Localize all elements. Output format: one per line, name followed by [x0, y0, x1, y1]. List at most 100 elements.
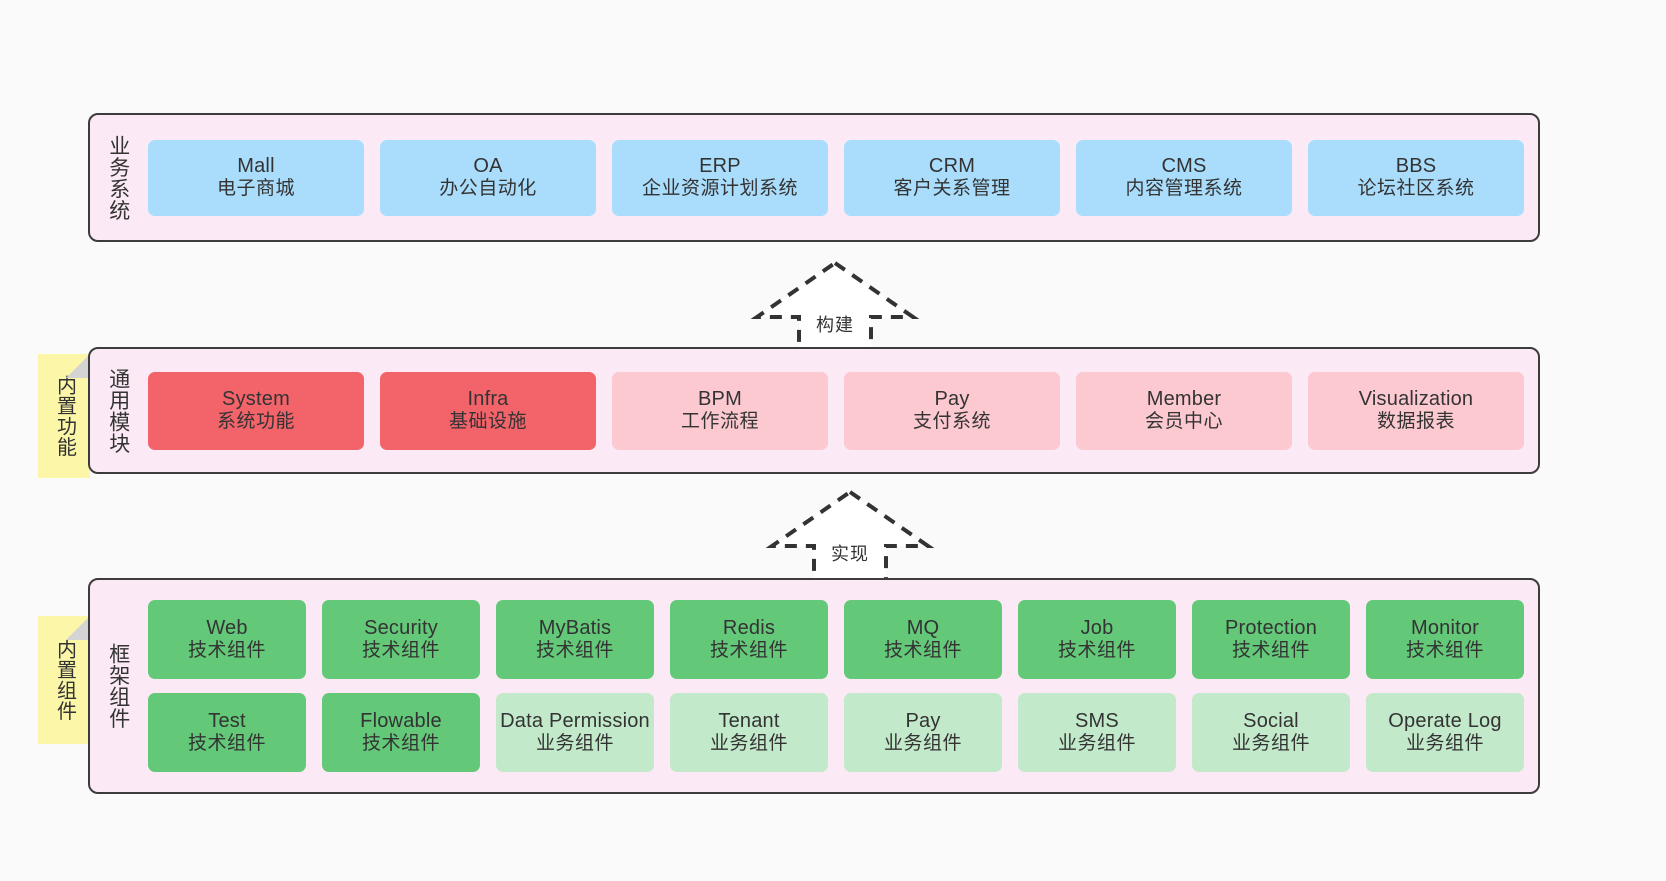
arrow-label: 构建 [816, 315, 854, 335]
card-title-cn: 系统功能 [216, 411, 295, 433]
card-row: System 系统功能 Infra 基础设施 BPM 工作流程 Pay 支付系统… [148, 371, 1524, 450]
card-job[interactable]: Job 技术组件 [1018, 600, 1176, 679]
card-title-en: Social [1243, 710, 1299, 733]
card-title-en: Monitor [1410, 617, 1480, 640]
card-pay-component[interactable]: Pay 业务组件 [844, 693, 1002, 772]
card-title-en: Data Permission [500, 710, 650, 733]
card-tenant[interactable]: Tenant 业务组件 [670, 693, 828, 772]
card-operate-log[interactable]: Operate Log 业务组件 [1366, 693, 1524, 772]
card-title-cn: 技术组件 [535, 640, 614, 662]
card-title-cn: 业务组件 [883, 733, 962, 755]
card-title-cn: 客户关系管理 [893, 178, 1011, 200]
card-title-cn: 支付系统 [912, 411, 991, 433]
card-title-en: MyBatis [538, 617, 612, 640]
card-title-en: Tenant [718, 710, 780, 733]
card-title-cn: 技术组件 [361, 733, 440, 755]
card-title-cn: 业务组件 [709, 733, 788, 755]
card-system[interactable]: System 系统功能 [148, 371, 364, 450]
card-data-permission[interactable]: Data Permission 业务组件 [496, 693, 654, 772]
card-sms[interactable]: SMS 业务组件 [1018, 693, 1176, 772]
layer-business-systems: 业务系统 Mall 电子商城 OA 办公自动化 ERP 企业资源计划系统 CRM… [88, 113, 1540, 242]
layer-common-modules: 通用模块 System 系统功能 Infra 基础设施 BPM 工作流程 Pay… [88, 347, 1540, 474]
note-label: 内置组件 [53, 639, 76, 721]
card-title-cn: 技术组件 [1057, 640, 1136, 662]
card-title-en: Pay [934, 388, 970, 411]
card-row: Test 技术组件 Flowable 技术组件 Data Permission … [148, 693, 1524, 772]
card-web[interactable]: Web 技术组件 [148, 600, 306, 679]
card-monitor[interactable]: Monitor 技术组件 [1366, 600, 1524, 679]
card-flowable[interactable]: Flowable 技术组件 [322, 693, 480, 772]
card-title-en: Security [364, 617, 438, 640]
card-title-cn: 技术组件 [709, 640, 788, 662]
card-row: Web 技术组件 Security 技术组件 MyBatis 技术组件 Redi… [148, 600, 1524, 679]
card-title-en: Member [1146, 388, 1222, 411]
card-oa[interactable]: OA 办公自动化 [380, 139, 596, 216]
card-title-en: Protection [1224, 617, 1318, 640]
card-title-en: System [222, 388, 290, 411]
card-member[interactable]: Member 会员中心 [1076, 371, 1292, 450]
card-title-en: Web [206, 617, 248, 640]
card-title-cn: 技术组件 [883, 640, 962, 662]
card-test[interactable]: Test 技术组件 [148, 693, 306, 772]
card-title-en: Job [1080, 617, 1114, 640]
card-title-cn: 技术组件 [1231, 640, 1310, 662]
layer-body: System 系统功能 Infra 基础设施 BPM 工作流程 Pay 支付系统… [140, 359, 1524, 462]
card-mall[interactable]: Mall 电子商城 [148, 139, 364, 216]
card-title-en: Mall [237, 155, 275, 178]
arrow-build: 构建 [745, 255, 925, 355]
card-title-cn: 业务组件 [535, 733, 614, 755]
card-infra[interactable]: Infra 基础设施 [380, 371, 596, 450]
card-redis[interactable]: Redis 技术组件 [670, 600, 828, 679]
layer-body: Mall 电子商城 OA 办公自动化 ERP 企业资源计划系统 CRM 客户关系… [140, 125, 1524, 230]
card-social[interactable]: Social 业务组件 [1192, 693, 1350, 772]
layer-title: 通用模块 [106, 367, 130, 454]
card-mybatis[interactable]: MyBatis 技术组件 [496, 600, 654, 679]
card-title-cn: 技术组件 [361, 640, 440, 662]
card-protection[interactable]: Protection 技术组件 [1192, 600, 1350, 679]
card-bbs[interactable]: BBS 论坛社区系统 [1308, 139, 1524, 216]
card-title-en: Pay [905, 710, 941, 733]
card-title-en: BPM [698, 388, 742, 411]
layer-framework-components: 框架组件 Web 技术组件 Security 技术组件 MyBatis 技术组件… [88, 578, 1540, 794]
card-title-cn: 基础设施 [448, 411, 527, 433]
card-title-cn: 技术组件 [1405, 640, 1484, 662]
card-title-en: MQ [906, 617, 940, 640]
arrow-realize: 实现 [760, 484, 940, 584]
arrow-label: 实现 [831, 544, 869, 564]
card-title-en: OA [473, 155, 503, 178]
card-erp[interactable]: ERP 企业资源计划系统 [612, 139, 828, 216]
card-title-cn: 技术组件 [187, 640, 266, 662]
card-title-cn: 内容管理系统 [1125, 178, 1243, 200]
card-title-cn: 业务组件 [1057, 733, 1136, 755]
card-title-cn: 工作流程 [680, 411, 759, 433]
note-builtin-functions: 内置功能 [38, 354, 90, 478]
card-security[interactable]: Security 技术组件 [322, 600, 480, 679]
layer-title: 框架组件 [106, 643, 130, 729]
card-title-cn: 电子商城 [216, 178, 295, 200]
card-crm[interactable]: CRM 客户关系管理 [844, 139, 1060, 216]
note-builtin-components: 内置组件 [38, 616, 90, 744]
card-title-en: Visualization [1358, 388, 1474, 411]
layer-title: 业务系统 [106, 134, 130, 221]
card-title-cn: 业务组件 [1231, 733, 1310, 755]
card-mq[interactable]: MQ 技术组件 [844, 600, 1002, 679]
card-title-en: Flowable [360, 710, 442, 733]
card-cms[interactable]: CMS 内容管理系统 [1076, 139, 1292, 216]
card-title-cn: 办公自动化 [439, 178, 537, 200]
card-title-en: ERP [699, 155, 741, 178]
card-title-en: Infra [467, 388, 509, 411]
card-title-en: CRM [928, 155, 976, 178]
card-title-en: CMS [1161, 155, 1207, 178]
card-title-en: Test [208, 710, 246, 733]
card-pay-module[interactable]: Pay 支付系统 [844, 371, 1060, 450]
card-title-en: Redis [722, 617, 776, 640]
card-bpm[interactable]: BPM 工作流程 [612, 371, 828, 450]
card-row: Mall 电子商城 OA 办公自动化 ERP 企业资源计划系统 CRM 客户关系… [148, 139, 1524, 216]
card-title-en: BBS [1395, 155, 1437, 178]
card-title-cn: 数据报表 [1376, 411, 1455, 433]
card-title-cn: 技术组件 [187, 733, 266, 755]
card-visualization[interactable]: Visualization 数据报表 [1308, 371, 1524, 450]
card-title-en: SMS [1075, 710, 1119, 733]
card-title-cn: 论坛社区系统 [1357, 178, 1475, 200]
